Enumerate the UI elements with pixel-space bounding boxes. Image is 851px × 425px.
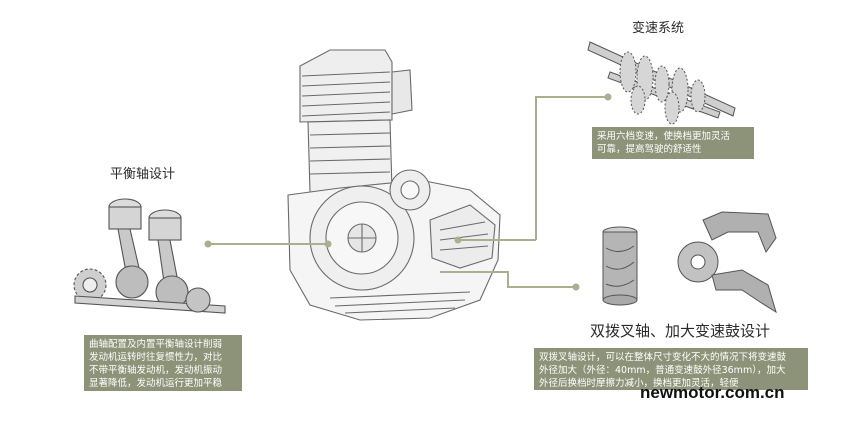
balance-shaft-note-line: 显著降低，发动机运行更加平稳 <box>89 378 223 389</box>
transmission-illustration <box>587 41 736 125</box>
shift-fork-illustration <box>677 211 777 314</box>
fork-drum-title: 双拨叉轴、加大变速鼓设计 <box>590 322 771 340</box>
balance-shaft-note-line: 不带平衡轴发动机，发动机振动 <box>89 365 223 376</box>
crankshaft-illustration <box>73 198 226 314</box>
fork-drum-note-line: 双拨叉轴设计，可以在整体尺寸变化不大的情况下将变速鼓 <box>539 352 787 363</box>
connector-dots <box>204 93 612 291</box>
balance-shaft-note-line: 曲轴配置及内置平衡轴设计削弱 <box>89 339 223 350</box>
balance-shaft-note: 曲轴配置及内置平衡轴设计削弱 发动机运转时往复惯性力，对比 不带平衡轴发动机，发… <box>84 335 242 391</box>
balance-shaft-note-line: 发动机运转时往复惯性力，对比 <box>89 352 223 363</box>
transmission-note-line: 采用六档变速，使换档更加灵活 <box>597 131 731 142</box>
watermark-text: newmotor.com.cn <box>640 383 785 402</box>
connector-transmission <box>535 96 608 240</box>
connector-fork-drum <box>440 271 576 288</box>
fork-drum-note-line: 外径后换档时摩擦力减小，换档更加灵活，轻便 <box>539 378 739 389</box>
connector-lines <box>208 96 608 288</box>
shift-drum-illustration <box>602 226 638 306</box>
fork-drum-note: 双拨叉轴设计，可以在整体尺寸变化不大的情况下将变速鼓 外径加大（外径：40mm，… <box>534 348 808 390</box>
transmission-note-line: 可靠，提高驾驶的舒适性 <box>597 144 702 155</box>
balance-shaft-title: 平衡轴设计 <box>110 167 176 182</box>
transmission-title: 变速系统 <box>632 21 685 36</box>
fork-drum-note-line: 外径加大（外径：40mm，普通变速鼓外径36mm），加大 <box>539 365 786 376</box>
engine-illustration <box>287 49 501 321</box>
transmission-note: 采用六档变速，使换档更加灵活 可靠，提高驾驶的舒适性 <box>592 127 754 159</box>
